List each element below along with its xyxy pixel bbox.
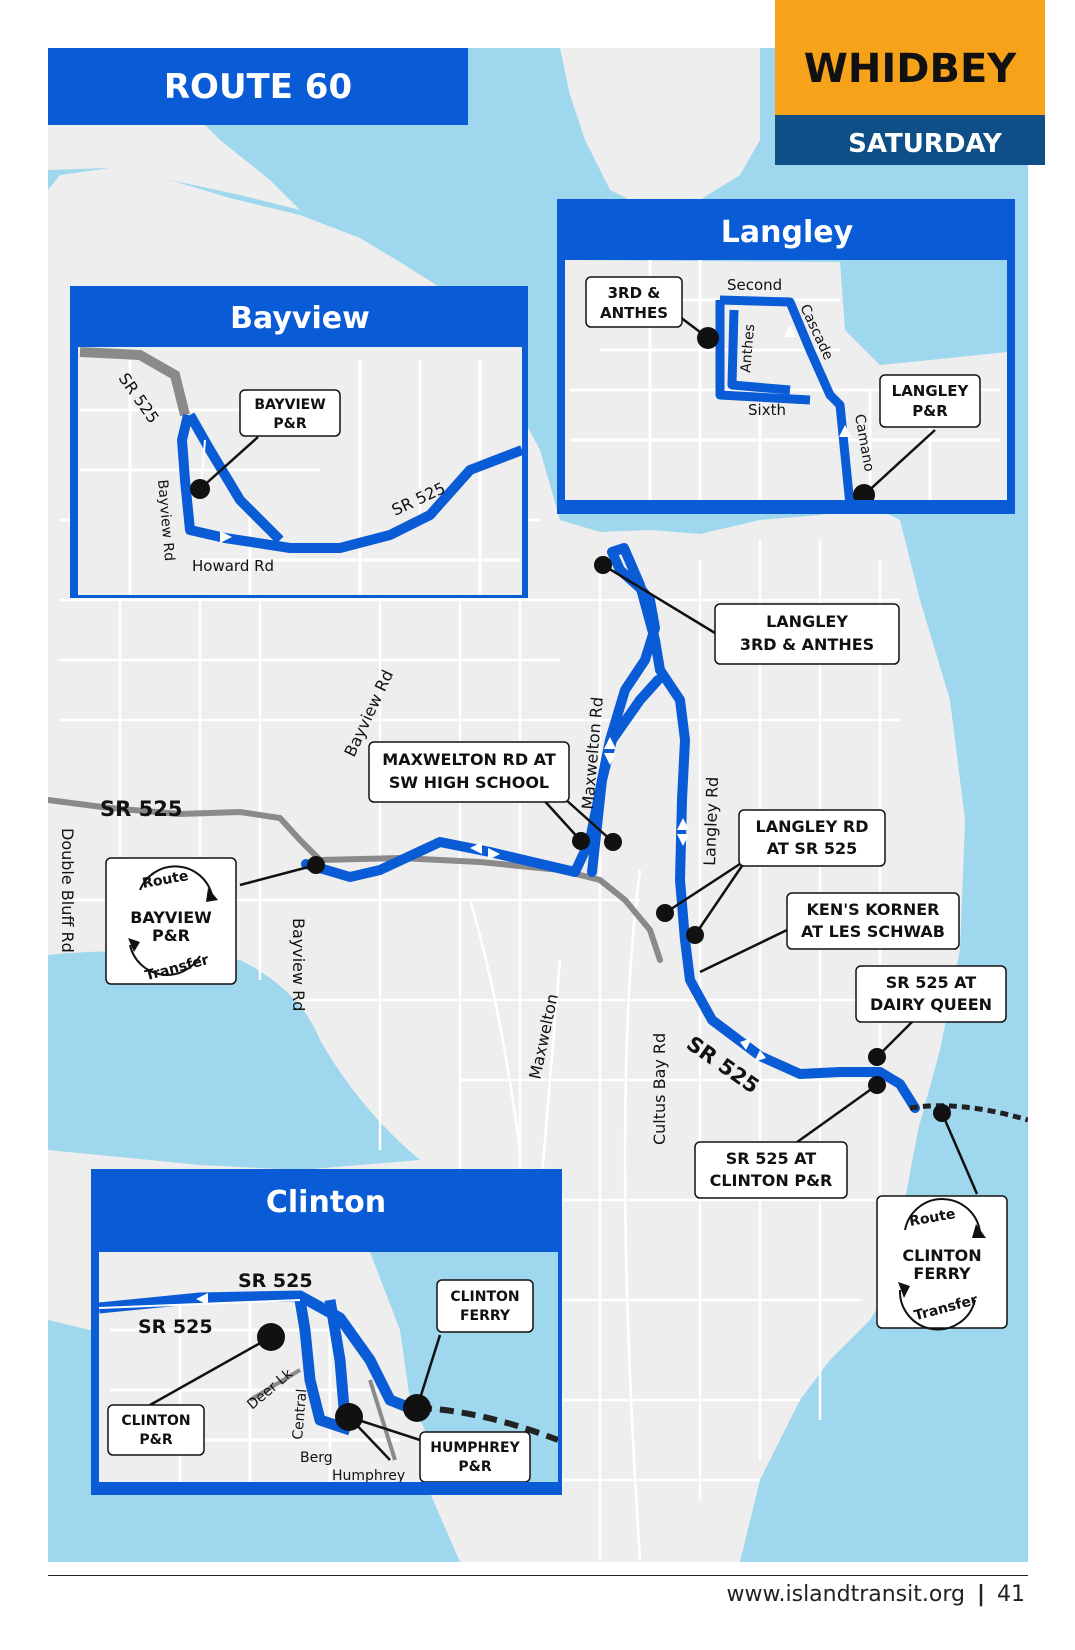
inset-stop-text: P&R (912, 402, 948, 420)
callout-text: AT SR 525 (767, 839, 857, 858)
inset-stop-text: CLINTON (450, 1289, 519, 1305)
callout-langley-3rd-anthes[interactable]: LANGLEY 3RD & ANTHES (714, 603, 900, 665)
transfer-name: P&R (152, 926, 190, 945)
inset-clinton-road-label: SR 525 (138, 1316, 213, 1338)
inset-langley-road-label: Anthes (738, 323, 758, 373)
inset-clinton-stop-ferry[interactable]: CLINTON FERRY (436, 1279, 534, 1333)
ferry-route-dashed (909, 1103, 1028, 1123)
route-direction-arrows (470, 737, 766, 1062)
day-label: SATURDAY (848, 129, 1003, 159)
inset-bayview: Bayview BAYVIEW P&R SR 525 SR 525 Bayvie… (70, 286, 528, 598)
stop-leader-lines (239, 563, 979, 1195)
inset-langley-stop-pr[interactable]: LANGLEY P&R (879, 374, 981, 428)
inset-bayview-road-label: Howard Rd (192, 557, 274, 575)
transfer-route-text: Route (141, 868, 190, 892)
inset-clinton-road-label: Central (290, 1388, 310, 1440)
inset-langley-stop-3rd-anthes[interactable]: 3RD & ANTHES (585, 276, 683, 328)
transfer-name: CLINTON (902, 1246, 981, 1265)
inset-stop-text: 3RD & (608, 284, 661, 302)
callout-text: SR 525 AT (886, 973, 977, 992)
callout-text: AT LES SCHWAB (801, 922, 945, 941)
transfer-route-text: Route (908, 1206, 957, 1230)
inset-clinton-road-label: Berg (300, 1450, 333, 1466)
transfer-name: FERRY (913, 1264, 971, 1283)
inset-clinton-title: Clinton (266, 1185, 386, 1220)
inset-clinton-road-label: SR 525 (238, 1270, 313, 1292)
footer-rule (48, 1575, 1028, 1576)
callout-text: SR 525 AT (726, 1149, 817, 1168)
callout-kens-korner[interactable]: KEN'S KORNER AT LES SCHWAB (786, 892, 960, 950)
inset-stop-text: CLINTON (121, 1413, 190, 1429)
inset-stop-text: P&R (139, 1432, 172, 1448)
inset-clinton-stop-humphrey[interactable]: HUMPHREY P&R (419, 1431, 531, 1482)
inset-stop-text: P&R (273, 416, 306, 432)
label-langley-rd: Langley Rd (700, 776, 722, 866)
inset-clinton-road-label: Humphrey (332, 1468, 405, 1484)
inset-langley-road-label: Sixth (748, 401, 786, 419)
route-header: ROUTE 60 (48, 48, 468, 125)
inset-bayview-road-label: Bayview Rd (154, 479, 177, 562)
callout-sr525-clinton-pr[interactable]: SR 525 AT CLINTON P&R (694, 1141, 848, 1199)
route-title: ROUTE 60 (164, 67, 352, 107)
main-stop-callouts: LANGLEY 3RD & ANTHES MAXWELTON RD AT SW … (368, 603, 1007, 1199)
inset-clinton-stop-pr[interactable]: CLINTON P&R (107, 1404, 205, 1456)
inset-stop-text: LANGLEY (892, 382, 970, 400)
inset-langley-title: Langley (721, 215, 854, 250)
callout-sr525-dairy-queen[interactable]: SR 525 AT DAIRY QUEEN (855, 965, 1007, 1023)
region-badge: WHIDBEY SATURDAY (775, 0, 1045, 165)
inset-clinton: Clinton CLINTON (91, 1169, 562, 1495)
inset-stop-text: FERRY (460, 1308, 511, 1324)
website-link[interactable]: www.islandtransit.org (726, 1582, 965, 1607)
callout-langley-rd-at-sr525[interactable]: LANGLEY RD AT SR 525 (738, 809, 886, 867)
inset-langley-road-label: Second (727, 276, 782, 294)
callout-text: SW HIGH SCHOOL (389, 773, 549, 792)
label-bayview-south: Bayview Rd (289, 918, 308, 1011)
northeast-land (560, 48, 760, 210)
inset-stop-text: BAYVIEW (254, 397, 325, 413)
callout-maxwelton-sw-high-school[interactable]: MAXWELTON RD AT SW HIGH SCHOOL (368, 741, 570, 803)
callout-text: LANGLEY (766, 612, 848, 631)
callout-text: KEN'S KORNER (807, 900, 940, 919)
sr525-highway (48, 797, 663, 963)
page-number: 41 (997, 1582, 1025, 1607)
inset-bayview-title: Bayview (230, 301, 370, 336)
callout-text: LANGLEY RD (756, 817, 869, 836)
label-cultus-bay: Cultus Bay Rd (650, 1033, 669, 1145)
label-double-bluff: Double Bluff Rd (58, 828, 77, 953)
inset-langley: Langley 3RD & ANTHES (557, 199, 1015, 514)
transfer-name: BAYVIEW (130, 908, 212, 927)
transfer-clinton-ferry[interactable]: Route CLINTON FERRY Transfer (876, 1195, 1008, 1331)
callout-text: 3RD & ANTHES (740, 635, 874, 654)
inset-bayview-stop-callout[interactable]: BAYVIEW P&R (239, 389, 341, 437)
inset-stop-text: HUMPHREY (430, 1440, 520, 1456)
callout-text: DAIRY QUEEN (870, 995, 992, 1014)
inset-stop-text: P&R (458, 1459, 491, 1475)
transfer-bayview-pr[interactable]: Route BAYVIEW P&R Transfer (105, 857, 237, 985)
inset-stop-text: ANTHES (600, 304, 668, 322)
footer: www.islandtransit.org | 41 (727, 1582, 1025, 1607)
callout-text: CLINTON P&R (710, 1171, 833, 1190)
footer-separator: | (976, 1582, 985, 1607)
callout-text: MAXWELTON RD AT (382, 750, 556, 769)
region-title: WHIDBEY (804, 46, 1017, 92)
useless-bay (48, 951, 420, 1170)
label-sr525-west: SR 525 (100, 797, 182, 821)
